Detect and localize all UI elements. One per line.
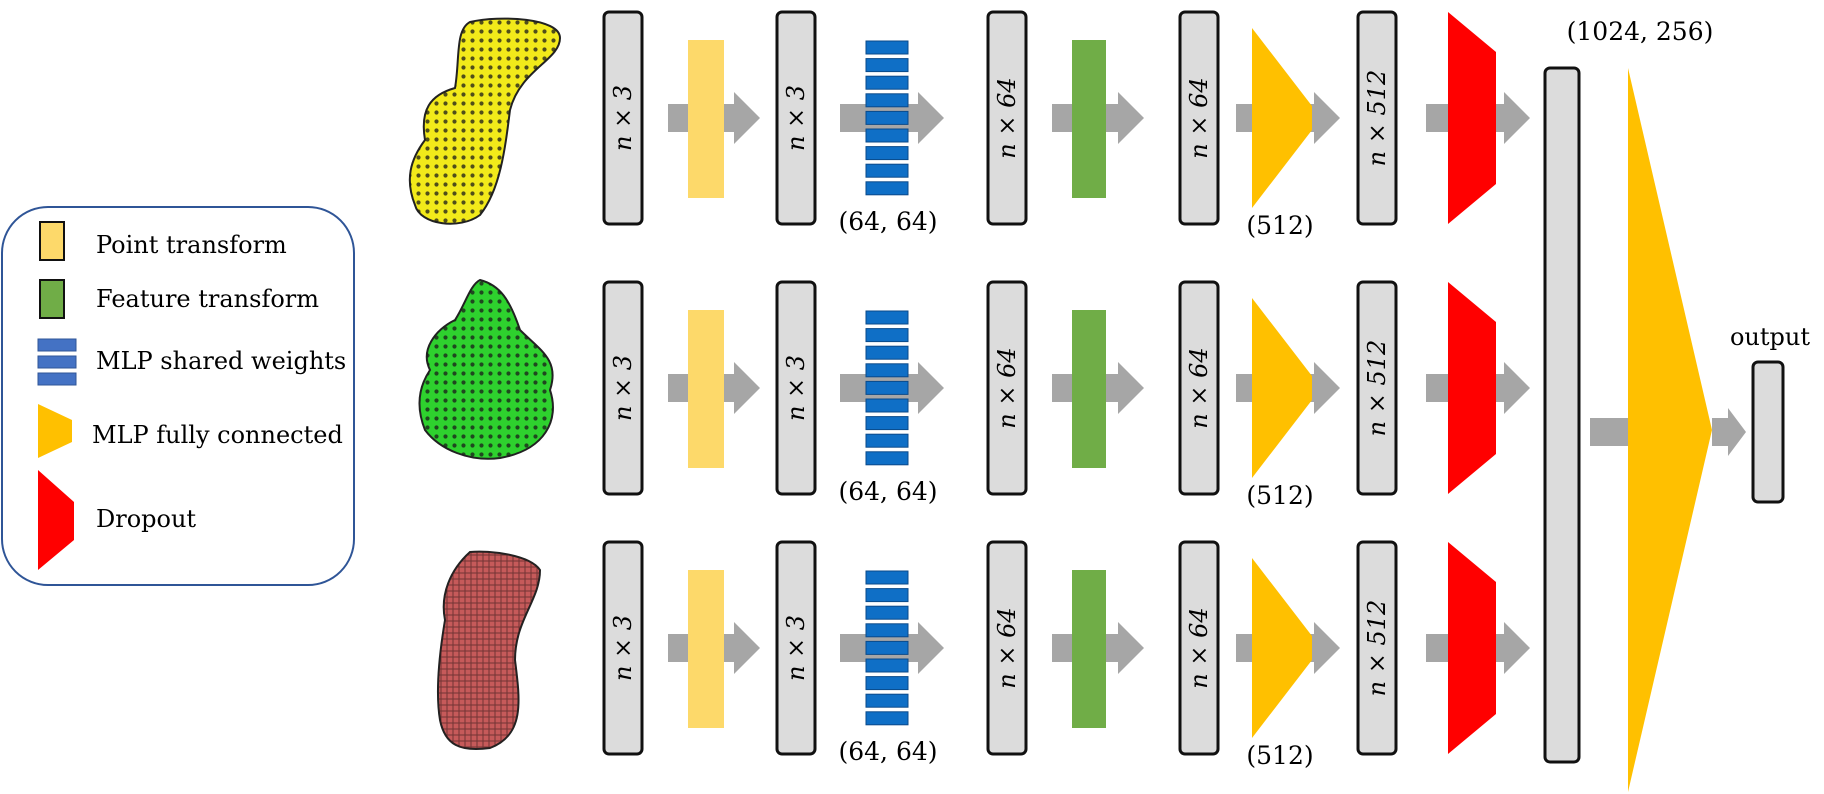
input-points-box (602, 540, 644, 756)
arrow-to-fc-final (1590, 418, 1628, 446)
transformed-points-box-label: n × 3 (782, 355, 810, 421)
local-features-box-label: n × 64 (993, 347, 1021, 428)
final-stage: (1024, 256) output (1543, 17, 1810, 792)
mlp-fully-connected-block (1252, 298, 1312, 478)
arrow-to-output (1712, 408, 1746, 456)
global-features-box-label: n × 512 (1363, 600, 1391, 697)
mlp-shared-weights-stack (865, 570, 909, 726)
point-transform-legend-icon (39, 221, 65, 261)
transformed-features-box (1178, 10, 1220, 226)
dropout-block (1448, 282, 1496, 494)
mlp-shared-dims: (64, 64) (838, 477, 937, 506)
dropout-block (1448, 542, 1496, 754)
transformed-features-box-label: n × 64 (1185, 347, 1213, 428)
mlp-shared-weights-stack (865, 40, 909, 196)
input-points-box-label: n × 3 (609, 85, 637, 151)
output-box (1751, 360, 1785, 504)
transformed-points-box (775, 540, 817, 756)
point-transform-block (688, 570, 724, 728)
input-points-box (602, 280, 644, 496)
mlp-fc-dims: (512) (1246, 741, 1313, 770)
global-features-box (1356, 10, 1398, 226)
legend-label-point-transform: Point transform (96, 231, 287, 259)
transformed-features-box (1178, 280, 1220, 496)
global-features-box (1356, 540, 1398, 756)
local-features-box-label: n × 64 (993, 607, 1021, 688)
legend-label-feature-transform: Feature transform (96, 285, 319, 313)
yellow-point-cloud-image (408, 17, 562, 225)
global-features-box-label: n × 512 (1363, 340, 1391, 437)
point-transform-block (688, 40, 724, 198)
input-points-box-label: n × 3 (609, 615, 637, 681)
point-transform-block (688, 310, 724, 468)
transformed-features-box-label: n × 64 (1185, 607, 1213, 688)
mlp-fully-connected-legend-icon (38, 404, 72, 458)
transformed-features-box-label: n × 64 (1185, 77, 1213, 158)
row-1: n × 3 n × 3 n × 64 n × 64 n × 512 (64, 64) (51… (408, 10, 1530, 240)
mlp-shared-dims: (64, 64) (838, 207, 937, 236)
mlp-shared-dims: (64, 64) (838, 737, 937, 766)
input-points-box (602, 10, 644, 226)
dropout-legend-icon (38, 470, 74, 570)
transformed-points-box-label: n × 3 (782, 85, 810, 151)
output-label: output (1730, 323, 1810, 351)
mlp-fc-dims: (512) (1246, 481, 1313, 510)
local-features-box (986, 280, 1028, 496)
local-features-box-label: n × 64 (993, 77, 1021, 158)
mlp-fully-connected-block (1252, 558, 1312, 738)
mlp-fc-dims: (512) (1246, 211, 1313, 240)
green-point-cloud-image (418, 278, 554, 460)
input-points-box-label: n × 3 (609, 355, 637, 421)
global-features-box-label: n × 512 (1363, 70, 1391, 167)
dropout-block (1448, 12, 1496, 224)
local-features-box (986, 540, 1028, 756)
transformed-points-box (775, 280, 817, 496)
legend-label-mlp-shared-weights: MLP shared weights (96, 347, 346, 375)
mlp-fully-connected-block (1252, 28, 1312, 208)
legend-label-mlp-fully-connected: MLP fully connected (92, 421, 343, 449)
red-point-cloud-image (436, 550, 542, 750)
final-mlp-fully-connected (1628, 68, 1712, 792)
feature-transform-legend-icon (39, 279, 65, 319)
feature-transform-block (1072, 310, 1106, 468)
row-2: n × 3 n × 3 n × 64 n × 64 n × 512 (64, 64) (51… (418, 278, 1530, 510)
feature-transform-block (1072, 570, 1106, 728)
row-3: n × 3 n × 3 n × 64 n × 64 n × 512 (64, 64) (51… (436, 540, 1530, 770)
legend-frame (1, 206, 355, 586)
feature-transform-block (1072, 40, 1106, 198)
transformed-features-box (1178, 540, 1220, 756)
transformed-points-box-label: n × 3 (782, 615, 810, 681)
concat-feature-box (1543, 66, 1581, 764)
global-features-box (1356, 280, 1398, 496)
legend-label-dropout: Dropout (96, 505, 196, 533)
mlp-shared-weights-legend-icon (37, 338, 77, 386)
transformed-points-box (775, 10, 817, 226)
local-features-box (986, 10, 1028, 226)
pipeline-rows: n × 3 n × 3 n × 64 n × 64 n × 512 (64, 64) (51… (408, 10, 1530, 770)
final-fc-dims: (1024, 256) (1567, 17, 1714, 46)
legend: Point transform Feature transform MLP sh… (1, 206, 355, 586)
mlp-shared-weights-stack (865, 310, 909, 466)
